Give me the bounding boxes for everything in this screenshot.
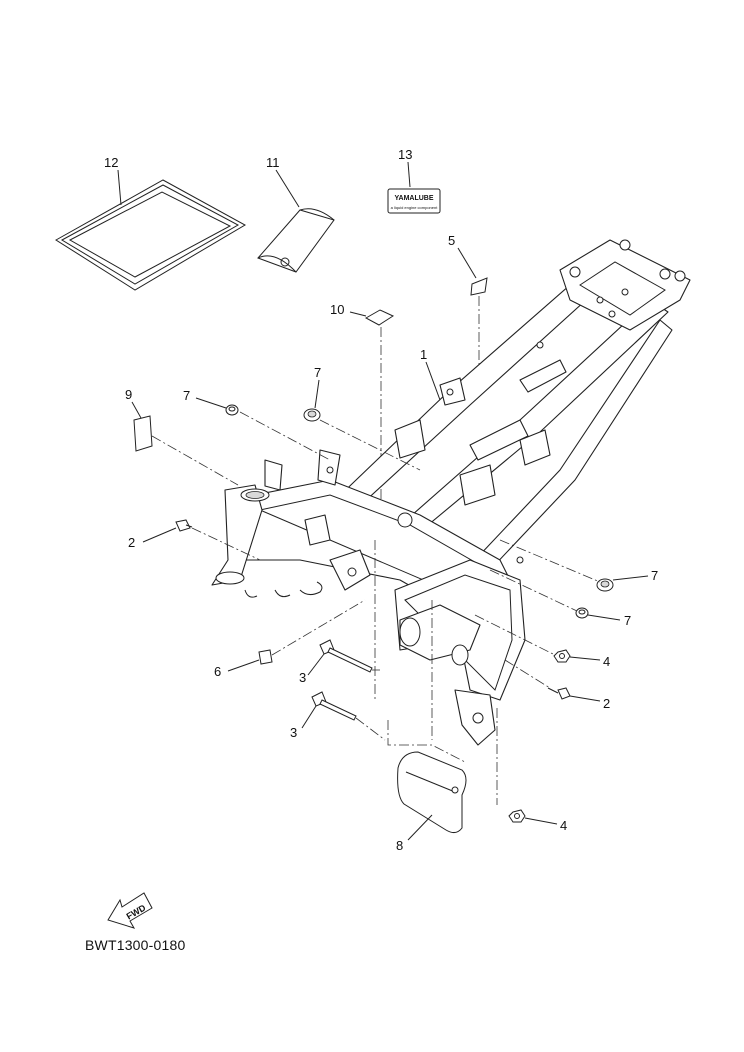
callout-10: 10 [330,302,344,317]
leader-10 [349,311,367,317]
callout-8: 8 [396,838,403,853]
callout-6: 6 [214,664,221,679]
leader-13 [407,161,411,188]
dash-6 [271,599,366,656]
diagram-code: BWT1300-0180 [85,937,186,953]
part-10-plate[interactable] [364,309,395,326]
dash-2b [504,659,551,689]
part-2-bolt-right[interactable] [547,687,571,700]
part-3-bolt-upper[interactable] [319,639,373,673]
callout-7d: 7 [624,613,631,628]
dash-4a [474,614,556,656]
part-3-bolt-lower[interactable] [311,691,357,721]
dash-2a [191,527,261,561]
part-8-cover[interactable] [397,751,467,834]
leader-7b [314,379,320,409]
part-5-label[interactable] [470,277,488,296]
callout-2b: 2 [603,696,610,711]
part-6-clip[interactable] [258,649,273,665]
callout-7b: 7 [314,365,321,380]
callout-4a: 4 [603,654,610,669]
leader-5 [457,247,477,279]
leader-1 [425,361,441,401]
dash-3b [355,717,386,741]
callout-9: 9 [125,387,132,402]
leader-3b [301,705,317,729]
part-7-grommet-lower-1[interactable] [596,578,614,592]
callout-7c: 7 [651,568,658,583]
leader-9 [131,401,142,419]
callout-5: 5 [448,233,455,248]
dash-7c [499,539,601,583]
leader-3a [307,653,325,676]
part-13-sticker[interactable]: YAMALUBE a liquid engine component [387,188,441,214]
leader-7d [587,614,621,621]
part-12-mat[interactable] [55,179,247,291]
dash-7d [489,569,578,612]
callout-3b: 3 [290,725,297,740]
leader-4a [569,656,601,661]
part-4-nut-lower[interactable] [508,809,526,823]
leader-7a [195,397,227,409]
callout-4b: 4 [560,818,567,833]
dash-7b [319,419,421,471]
leader-2b [569,695,601,702]
dash-7a [239,411,331,461]
leader-11 [275,169,300,208]
part-7-grommet-upper-left[interactable] [225,404,239,416]
part-4-nut-upper[interactable] [553,649,571,663]
part-9-panel[interactable] [133,415,153,452]
dash-9 [151,435,239,486]
part-7-grommet-upper-right[interactable] [303,408,321,422]
callout-3a: 3 [299,670,306,685]
sticker-brand: YAMALUBE [394,195,433,202]
part-2-bolt-left[interactable] [175,519,193,532]
leader-12 [117,169,122,206]
callout-13: 13 [398,147,412,162]
callout-1: 1 [420,347,427,362]
callout-2a: 2 [128,535,135,550]
fwd-arrow-icon: FWD [107,892,153,929]
part-7-grommet-lower-2[interactable] [575,607,589,619]
part-1-main-frame[interactable] [211,239,691,746]
sticker-subtext: a liquid engine component [391,205,439,210]
leader-2a [142,527,177,543]
callout-7a: 7 [183,388,190,403]
steering-head [211,484,270,586]
callout-11: 11 [266,155,280,170]
leader-8 [407,814,433,841]
callout-12: 12 [104,155,118,170]
part-11-pad[interactable] [257,208,335,273]
leader-4b [524,817,558,825]
leader-6 [227,659,260,672]
leader-7c [612,575,649,581]
